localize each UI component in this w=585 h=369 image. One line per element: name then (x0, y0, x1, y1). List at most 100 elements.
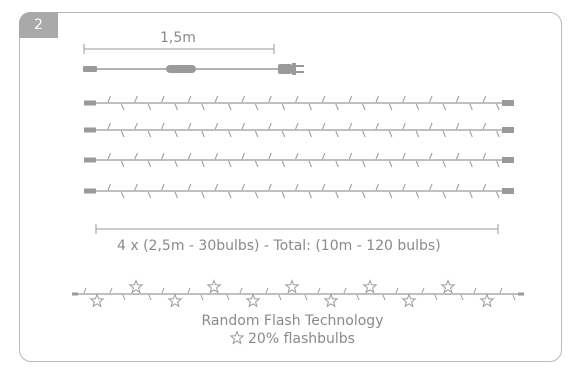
bulb (187, 287, 191, 294)
bulb (482, 95, 487, 103)
light-string (84, 152, 514, 168)
bulb (281, 160, 286, 168)
bulb (429, 122, 433, 130)
bulb (362, 160, 366, 168)
bulb (187, 122, 192, 130)
bulb (348, 95, 353, 103)
bulb (348, 183, 353, 191)
bulb (147, 103, 152, 111)
bulb (499, 287, 503, 294)
power-cord (83, 63, 304, 75)
flash-string (72, 279, 524, 308)
bulb (335, 191, 339, 199)
bulb (241, 95, 245, 103)
cord-length-label: 1,5m (160, 30, 196, 46)
bulb (469, 191, 473, 199)
bulb (254, 130, 259, 138)
bulb (174, 160, 178, 168)
bulb (201, 130, 205, 138)
bulb (174, 130, 178, 138)
bulb (281, 103, 286, 111)
bulb (268, 183, 272, 191)
bulb (214, 183, 219, 191)
bulb (201, 191, 205, 199)
bulb (228, 191, 232, 199)
light-string (84, 95, 514, 111)
bulb (442, 103, 446, 111)
total-dimension-line (95, 224, 499, 234)
bulb (174, 103, 178, 111)
bulb (254, 103, 259, 111)
bulb (281, 130, 286, 138)
bulb (241, 183, 245, 191)
bulb (214, 122, 219, 130)
bulb (201, 103, 205, 111)
bulb (308, 160, 312, 168)
bulb (228, 130, 232, 138)
bulb (429, 95, 433, 103)
bulb (308, 130, 312, 138)
bulb (348, 152, 353, 160)
step-number-badge: 2 (19, 12, 58, 38)
light-string (84, 183, 514, 199)
bulb (295, 183, 299, 191)
bulb (214, 95, 219, 103)
bulb (148, 294, 152, 301)
bulb (295, 122, 299, 130)
bulb (120, 160, 125, 168)
bulb (395, 287, 399, 294)
flash-bulb-star-icon (362, 279, 378, 294)
bulb (107, 95, 111, 103)
bulb (321, 183, 326, 191)
cord-dimension-line (83, 44, 275, 54)
light-string (84, 122, 514, 138)
bulb (214, 152, 219, 160)
bulb (375, 183, 379, 191)
bulb (161, 95, 165, 103)
bulb (335, 130, 339, 138)
bulb (228, 103, 232, 111)
bulb (335, 103, 339, 111)
bulb (402, 152, 406, 160)
bulb (134, 95, 138, 103)
bulb (482, 122, 487, 130)
bulb (134, 122, 138, 130)
bulb (469, 130, 473, 138)
bulb (375, 95, 379, 103)
bulb (442, 130, 446, 138)
bulb (382, 294, 386, 301)
bulb (147, 191, 152, 199)
bulb (402, 122, 406, 130)
flash-bulb-star-icon (440, 279, 456, 294)
bulb (308, 191, 312, 199)
bulb (147, 160, 152, 168)
flash-bulb-star-icon (479, 293, 495, 308)
bulb (239, 287, 243, 294)
bulb (388, 191, 393, 199)
flashbulb-legend-text: 20% flashbulbs (248, 331, 355, 347)
bulb (362, 130, 366, 138)
bulb (388, 160, 393, 168)
flash-bulb-star-icon (89, 293, 105, 308)
bulb (241, 122, 245, 130)
bulb (434, 294, 438, 301)
bulb (375, 152, 379, 160)
bulb (241, 152, 245, 160)
bulb (455, 122, 460, 130)
bulb (388, 103, 393, 111)
bulb (496, 103, 500, 111)
bulb (469, 160, 473, 168)
bulb (429, 183, 433, 191)
bulb (460, 294, 464, 301)
bulb (455, 152, 460, 160)
bulb (356, 294, 360, 301)
bulb (469, 103, 473, 111)
bulb (161, 122, 165, 130)
bulb (134, 183, 138, 191)
bulb (321, 95, 326, 103)
bulb (268, 152, 272, 160)
bulb (362, 103, 366, 111)
flash-bulb-star-icon (206, 279, 222, 294)
flash-bulb-star-icon (401, 293, 417, 308)
